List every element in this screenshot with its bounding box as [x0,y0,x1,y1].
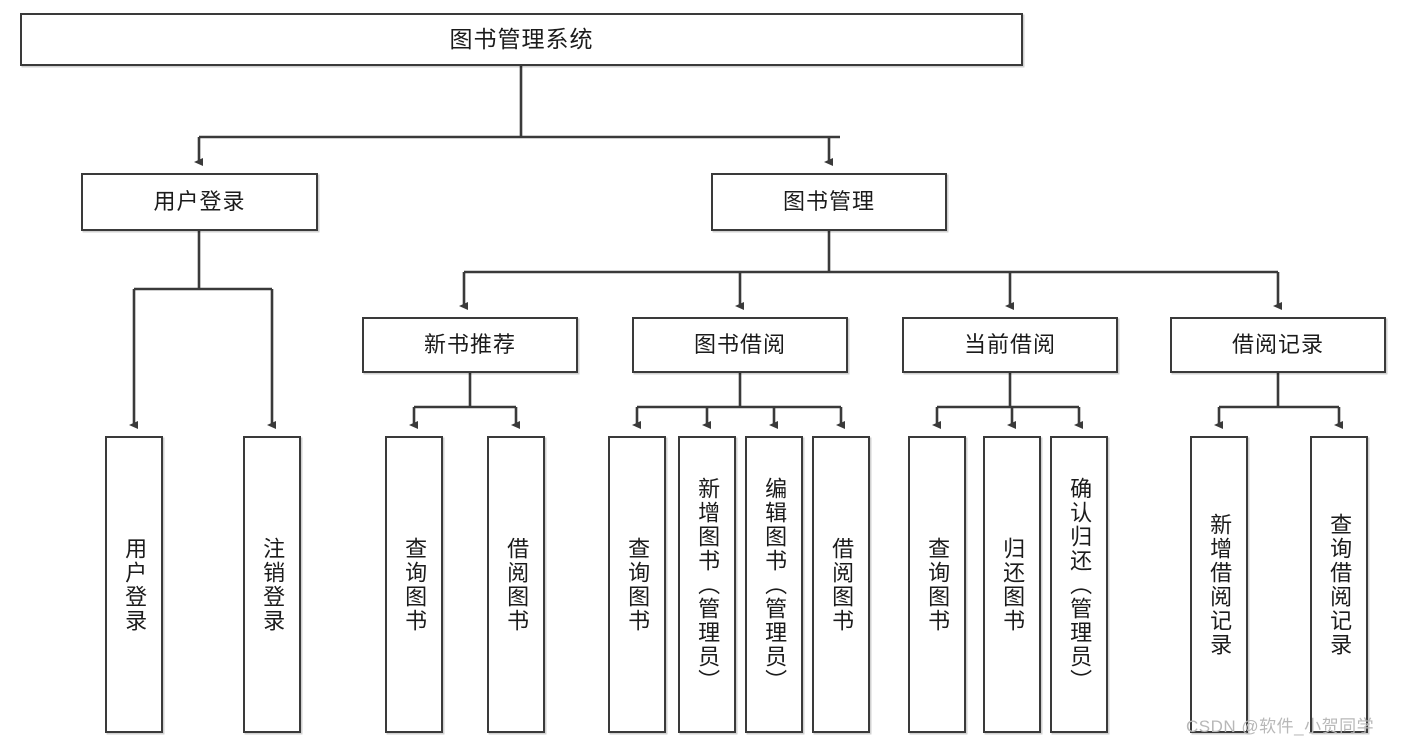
node-new-book-rec[interactable]: 新书推荐 [362,317,578,373]
node-leaf-query-book-current-label: 查询图书 [925,536,951,633]
node-leaf-query-book-current[interactable]: 查询图书 [908,436,966,733]
node-leaf-add-record-label: 新增借阅记录 [1207,512,1233,657]
node-leaf-edit-book[interactable]: 编辑图书（管理员） [745,436,803,733]
node-new-book-rec-label: 新书推荐 [423,331,516,357]
node-leaf-user-login[interactable]: 用户登录 [105,436,163,733]
node-leaf-borrow-book-rec-label: 借阅图书 [504,536,530,633]
node-leaf-query-book-rec-label: 查询图书 [402,536,428,633]
node-book-borrow-label: 图书借阅 [693,331,786,357]
node-root[interactable]: 图书管理系统 [20,13,1023,66]
watermark: CSDN @软件_小贺同学 [1186,717,1375,736]
node-book-manage[interactable]: 图书管理 [711,173,947,231]
node-leaf-borrow-book-rec[interactable]: 借阅图书 [487,436,545,733]
node-leaf-user-login-label: 用户登录 [122,536,148,633]
node-leaf-return-book[interactable]: 归还图书 [983,436,1041,733]
node-leaf-user-logout[interactable]: 注销登录 [243,436,301,733]
node-borrow-record[interactable]: 借阅记录 [1170,317,1386,373]
node-book-manage-label: 图书管理 [782,188,875,214]
node-leaf-edit-book-label: 编辑图书（管理员） [762,476,788,693]
node-leaf-query-book-borrow[interactable]: 查询图书 [608,436,666,733]
node-leaf-add-record[interactable]: 新增借阅记录 [1190,436,1248,733]
node-leaf-return-book-label: 归还图书 [1000,536,1026,633]
node-leaf-borrow-book-label: 借阅图书 [829,536,855,633]
node-leaf-confirm-return[interactable]: 确认归还（管理员） [1050,436,1108,733]
node-leaf-add-book[interactable]: 新增图书（管理员） [678,436,736,733]
node-leaf-confirm-return-label: 确认归还（管理员） [1067,476,1093,693]
node-book-borrow[interactable]: 图书借阅 [632,317,848,373]
node-borrow-record-label: 借阅记录 [1231,331,1324,357]
node-leaf-add-book-label: 新增图书（管理员） [695,476,721,693]
node-leaf-query-record[interactable]: 查询借阅记录 [1310,436,1368,733]
node-leaf-query-book-borrow-label: 查询图书 [625,536,651,633]
node-current-borrow[interactable]: 当前借阅 [902,317,1118,373]
node-user-login-label: 用户登录 [153,188,246,214]
node-leaf-borrow-book[interactable]: 借阅图书 [812,436,870,733]
node-leaf-query-record-label: 查询借阅记录 [1327,512,1353,657]
node-current-borrow-label: 当前借阅 [963,331,1056,357]
node-leaf-user-logout-label: 注销登录 [260,536,286,633]
node-leaf-query-book-rec[interactable]: 查询图书 [385,436,443,733]
node-root-label: 图书管理系统 [449,25,594,52]
node-user-login[interactable]: 用户登录 [81,173,318,231]
